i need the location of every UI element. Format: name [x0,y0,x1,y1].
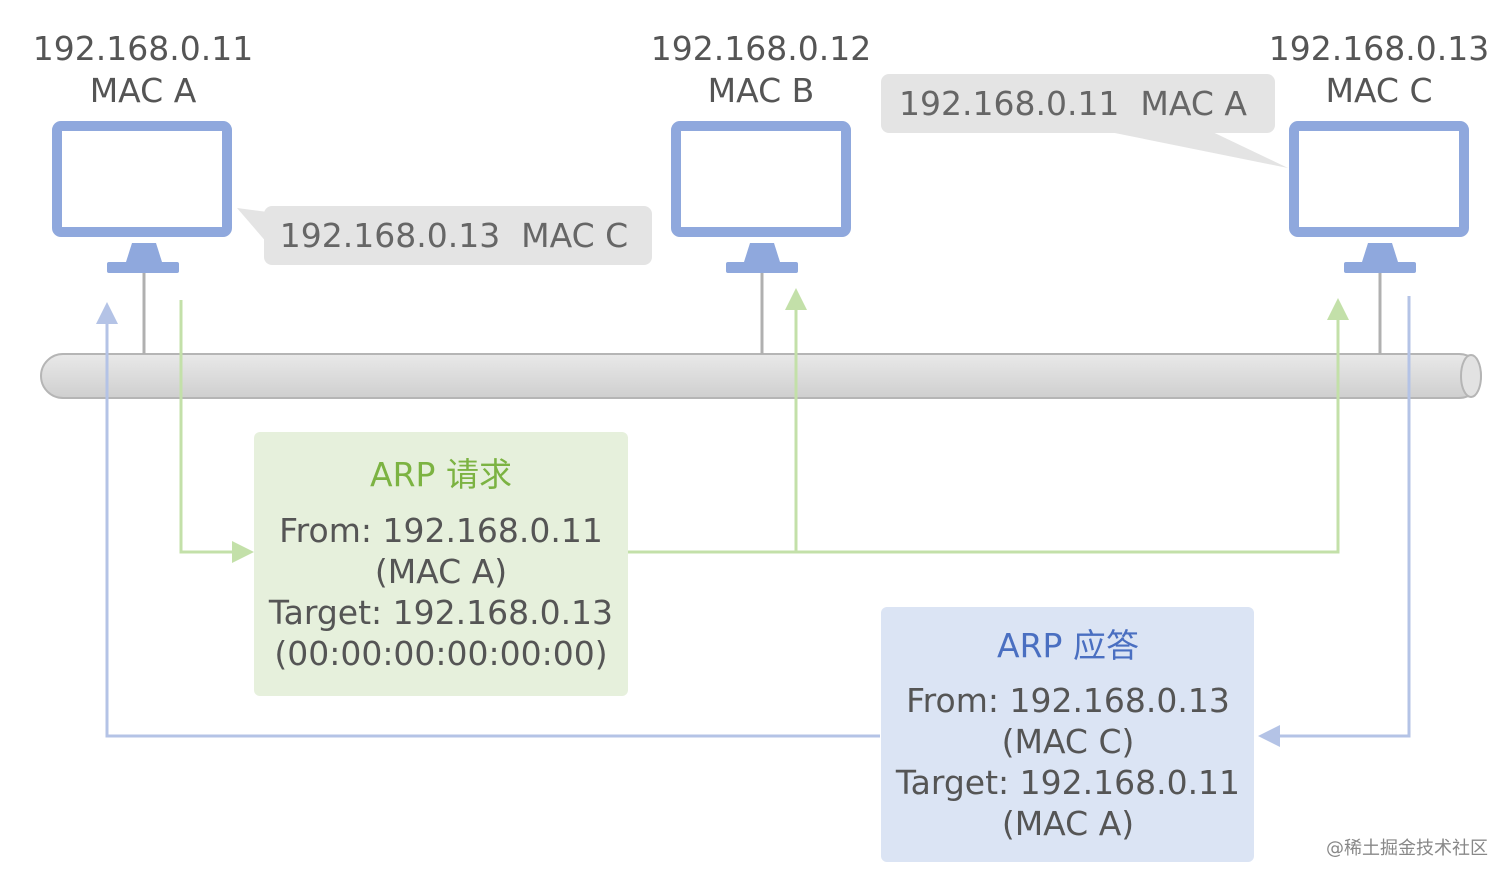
host-b-mac: MAC B [708,71,815,110]
arp-cache-bubble-host-a: 192.168.0.13 MAC C [237,206,652,265]
request-from: From: 192.168.0.11 [279,511,603,550]
request-flow [179,300,1340,554]
request-title: ARP 请求 [370,455,512,494]
request-target-mac: (00:00:00:00:00:00) [274,634,607,673]
reply-path-from-c [1278,296,1411,738]
request-arrowheads [232,288,1349,563]
host-c-ip: 192.168.0.13 [1269,29,1489,68]
arp-request-box: ARP 请求 From: 192.168.0.11 (MAC A) Target… [254,432,628,696]
drop-cables [142,272,1382,354]
monitor-icon [1289,121,1469,273]
host-a: 192.168.0.11 MAC A [33,29,253,273]
reply-from: From: 192.168.0.13 [906,681,1230,720]
reply-from-mac: (MAC C) [1002,722,1135,761]
arp-cache-bubble-host-c: 192.168.0.11 MAC A [881,74,1288,168]
bubble-right-text: 192.168.0.11 MAC A [899,84,1247,123]
arrow-into-request-box [232,541,254,563]
arrow-up-host-a [96,302,118,324]
request-path-to-c [628,318,1340,554]
arrow-up-host-b [785,288,807,310]
monitor-icon [52,121,232,273]
request-path-from-a [179,300,234,554]
host-b: 192.168.0.12 MAC B [651,29,871,273]
host-c: 192.168.0.13 MAC C [1269,29,1489,273]
host-a-ip: 192.168.0.11 [33,29,253,68]
watermark-text: @稀土掘金技术社区 [1326,838,1488,859]
arrow-into-reply-box [1258,725,1280,747]
monitor-icon [671,121,851,273]
reply-path-to-a [105,322,880,738]
reply-arrowheads [96,302,1280,747]
host-a-mac: MAC A [90,71,197,110]
arrow-up-host-c [1327,298,1349,320]
reply-target: Target: 192.168.0.11 [895,763,1240,802]
bubble-left-text: 192.168.0.13 MAC C [280,216,628,255]
reply-flow [105,296,1411,738]
request-target: Target: 192.168.0.13 [268,593,613,632]
host-c-mac: MAC C [1325,71,1432,110]
reply-target-mac: (MAC A) [1002,804,1134,843]
network-bus [40,353,1482,399]
request-from-mac: (MAC A) [375,552,507,591]
reply-title: ARP 应答 [997,626,1139,665]
host-b-ip: 192.168.0.12 [651,29,871,68]
arp-reply-box: ARP 应答 From: 192.168.0.13 (MAC C) Target… [881,607,1254,862]
